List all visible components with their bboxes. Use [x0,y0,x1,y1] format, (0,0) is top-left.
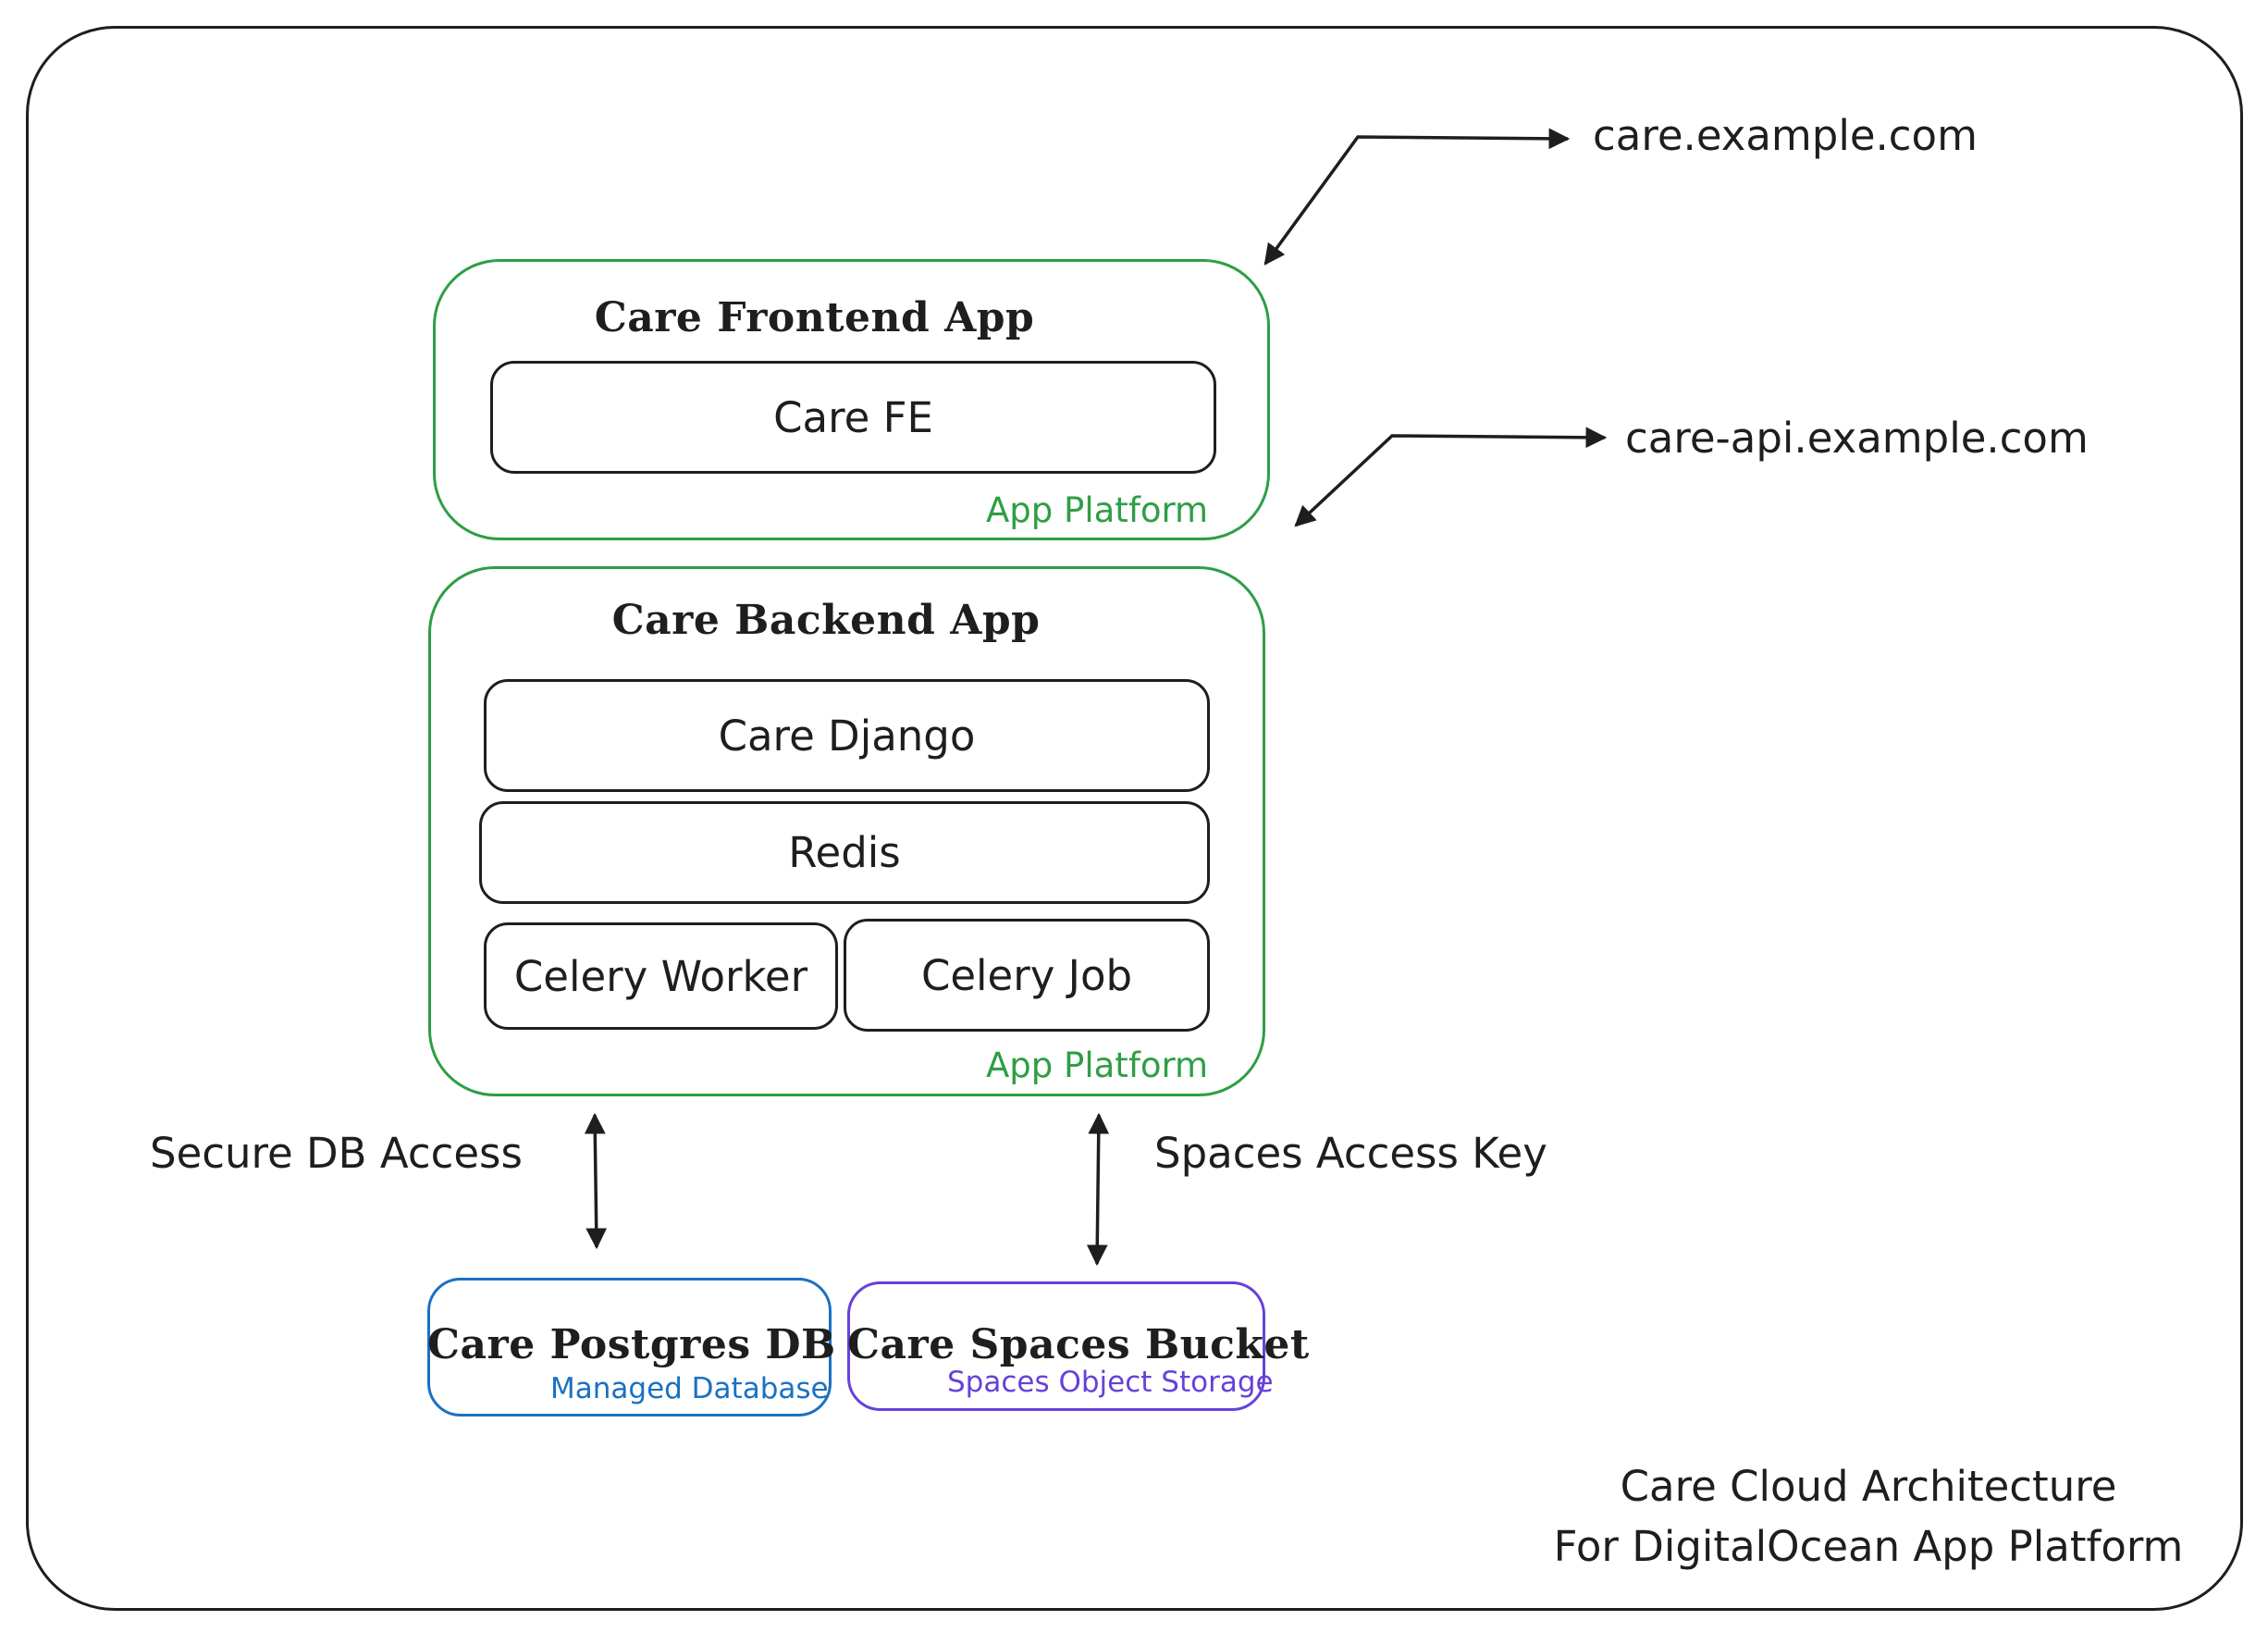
postgres-db-node [427,1278,832,1417]
celery-worker-service: Celery Worker [484,922,838,1030]
celery-job-service: Celery Job [844,919,1210,1032]
caption-line-2: For DigitalOcean App Platform [1553,1522,2184,1571]
backend-domain-label: care-api.example.com [1625,414,2089,463]
frontend-app-group [433,259,1270,540]
backend-app-title: Care Backend App [611,597,1041,644]
postgres-db-title: Care Postgres DB [427,1321,836,1368]
spaces-access-arrow [1086,1112,1110,1267]
spaces-access-label: Spaces Access Key [1154,1129,1547,1178]
postgres-db-subtitle: Managed Database [550,1372,829,1405]
redis-service: Redis [479,801,1210,904]
frontend-platform-label: App Platform [986,490,1209,530]
backend-platform-label: App Platform [986,1045,1209,1085]
caption-line-1: Care Cloud Architecture [1620,1462,2117,1511]
backend-domain-arrow [1294,427,1608,527]
diagram-frame [26,26,2243,1611]
care-django-service: Care Django [484,679,1210,792]
care-fe-service: Care FE [490,361,1216,474]
spaces-bucket-title: Care Spaces Bucket [847,1321,1310,1368]
frontend-app-title: Care Frontend App [594,294,1035,341]
spaces-bucket-node [847,1281,1265,1411]
db-access-label: Secure DB Access [150,1129,523,1178]
frontend-domain-label: care.example.com [1593,111,1978,160]
backend-app-group [428,566,1265,1096]
db-access-arrow [584,1112,608,1250]
spaces-bucket-subtitle: Spaces Object Storage [947,1366,1274,1399]
frontend-domain-arrow [1263,128,1571,266]
